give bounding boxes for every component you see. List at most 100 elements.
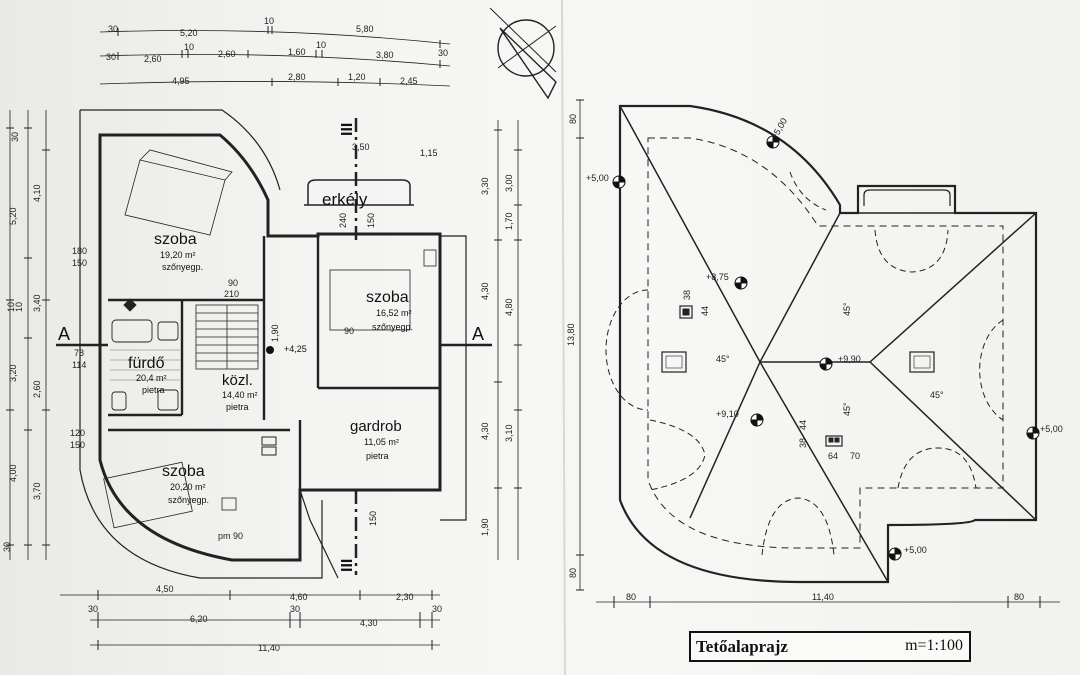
dim-right-a: 3,30 bbox=[480, 177, 490, 195]
dim-left-small-g: 120 bbox=[70, 428, 85, 438]
section-a-left: A bbox=[58, 324, 70, 344]
dim-left-small-e: 78 bbox=[74, 348, 84, 358]
room-5-area: 11,05 m² bbox=[364, 437, 399, 447]
dim-left-mid-b: 4,10 bbox=[32, 184, 42, 202]
top-dim-line-2 bbox=[99, 53, 451, 67]
room-6-area: 20,20 m² bbox=[170, 482, 206, 492]
dim-left-outer-b: 3,20 bbox=[8, 364, 18, 382]
level-marker-icon bbox=[819, 357, 833, 371]
title-block: Tetőalaprajz m=1:100 bbox=[689, 631, 971, 662]
dim-right-d: 4,30 bbox=[480, 282, 490, 300]
dim-bottom-r2-a: 30 bbox=[88, 604, 98, 614]
dim-right-f: 4,30 bbox=[480, 422, 490, 440]
drawing-scale: m=1:100 bbox=[905, 637, 963, 654]
outer-wall bbox=[98, 133, 442, 562]
dim-top-r2-e: 1,60 bbox=[288, 47, 306, 57]
dim-left-small-h: 150 bbox=[70, 440, 85, 450]
dim-bottom-r1-a: 4,50 bbox=[156, 584, 174, 594]
dim-inner-i: 150 bbox=[368, 511, 378, 526]
roof-height-2: +5,00 bbox=[586, 173, 609, 183]
section-a-right: A bbox=[472, 324, 484, 344]
dim-left-mid-d: 2,60 bbox=[32, 380, 42, 398]
room-4-floor: pietra bbox=[226, 402, 249, 412]
dim-top-r2-b: 2,60 bbox=[144, 54, 162, 64]
dim-right-g: 3,10 bbox=[504, 424, 514, 442]
roof-slope-3: 45° bbox=[930, 390, 944, 400]
cut-label-top: III bbox=[339, 123, 356, 136]
floor-plan bbox=[6, 26, 522, 650]
dim-left-mid-e: 3,70 bbox=[32, 482, 42, 500]
roof-dim-left-a: 80 bbox=[568, 114, 578, 124]
chimney-label-6: 70 bbox=[850, 451, 860, 461]
dim-left-small-d: 10 bbox=[14, 302, 24, 312]
roof-dim-bottom-b: 11,40 bbox=[812, 592, 834, 602]
dim-inner-a: 3,50 bbox=[352, 142, 370, 152]
roof-plan-labels: +5,00 +5,00 +8,75 +9,90 +9,10 +5,00 +5,0… bbox=[566, 114, 1063, 602]
roof-height-3: +8,75 bbox=[706, 272, 729, 282]
roof-height-4: +9,90 bbox=[838, 354, 861, 364]
chimney-label-4: 44 bbox=[798, 420, 808, 430]
room-2-area: 16,52 m² bbox=[376, 308, 412, 318]
dim-inner-c: 240 bbox=[338, 213, 348, 228]
dim-inner-e: 90 bbox=[228, 278, 238, 288]
level-marker-icon bbox=[734, 276, 748, 290]
top-dim-line-1 bbox=[99, 30, 451, 45]
room-5-floor: pietra bbox=[366, 451, 389, 461]
dim-bottom-r2-c: 30 bbox=[290, 604, 300, 614]
dim-left-small-c: 10 bbox=[6, 302, 16, 312]
dim-inner-g: 1,90 bbox=[270, 324, 280, 342]
dim-top-r3-d: 2,45 bbox=[400, 76, 418, 86]
drawing-title: Tetőalaprajz bbox=[696, 637, 788, 656]
dim-right-e: 4,80 bbox=[504, 298, 514, 316]
dim-bottom-r3: 11,40 bbox=[258, 643, 280, 653]
roof-slope-4: 45° bbox=[842, 402, 852, 416]
room-6-name: szoba bbox=[162, 463, 205, 480]
dim-top-r3-b: 2,80 bbox=[288, 72, 306, 82]
dim-bottom-r2-e: 30 bbox=[432, 604, 442, 614]
roof-slope-1: 45° bbox=[842, 302, 852, 316]
dim-top-r1-d: 5,80 bbox=[356, 24, 374, 34]
dim-left-small-f: 114 bbox=[72, 360, 86, 370]
roof-height-1: +5,00 bbox=[769, 116, 789, 141]
roof-slope-2: 45° bbox=[716, 354, 730, 364]
room-3-floor: pietra bbox=[142, 385, 165, 395]
paper-fold bbox=[561, 0, 566, 675]
roof-height-5: +9,10 bbox=[716, 409, 739, 419]
dim-bottom-r1-c: 2,30 bbox=[396, 592, 414, 602]
chimney-label-5: 64 bbox=[828, 451, 838, 461]
dim-right-h: 1,90 bbox=[480, 518, 490, 536]
balcony-label: erkély bbox=[322, 190, 368, 209]
stair-level: +4,25 bbox=[284, 344, 307, 354]
roof-outline bbox=[618, 104, 1038, 584]
room-1-area: 19,20 m² bbox=[160, 250, 196, 260]
dim-inner-f: 210 bbox=[224, 289, 239, 299]
room-3-area: 20,4 m² bbox=[136, 373, 167, 383]
dim-bottom-r2-b: 6,20 bbox=[190, 614, 208, 624]
roof-height-7: +5,00 bbox=[904, 545, 927, 555]
balcony-rail bbox=[307, 179, 411, 205]
room-2-name: szoba bbox=[366, 289, 409, 306]
chimney-label-3: 38 bbox=[798, 438, 808, 448]
cut-label-bottom: III bbox=[339, 559, 356, 572]
room-4-name: közl. bbox=[222, 372, 253, 389]
roof-height-6: +5,00 bbox=[1040, 424, 1063, 434]
room-1-name: szoba bbox=[154, 231, 197, 248]
room-5-name: gardrob bbox=[350, 418, 402, 435]
roof-plan bbox=[576, 99, 1060, 608]
roof-dim-left-c: 80 bbox=[568, 568, 578, 578]
room-3-name: fürdő bbox=[128, 355, 165, 372]
dim-top-r1-a: 30 bbox=[108, 24, 118, 34]
dim-left-mid-a: 30 bbox=[10, 132, 20, 142]
dim-top-r2-g: 3,80 bbox=[376, 50, 394, 60]
floor-plan-labels: 30 5,20 10 5,80 30 2,60 10 2,60 1,60 10 … bbox=[2, 16, 514, 653]
eave-line bbox=[80, 109, 281, 191]
room-2-floor: szőnyegp. bbox=[372, 322, 413, 332]
dim-left-outer-c: 4,00 bbox=[8, 464, 18, 482]
dim-left-outer-a: 5,20 bbox=[8, 207, 18, 225]
dim-left-small-a: 180 bbox=[72, 246, 87, 256]
dim-bottom-r1-b: 4,60 bbox=[290, 592, 308, 602]
room-4-area: 14,40 m² bbox=[222, 390, 258, 400]
dim-inner-d: 150 bbox=[366, 213, 376, 228]
dim-right-b: 3,00 bbox=[504, 174, 514, 192]
